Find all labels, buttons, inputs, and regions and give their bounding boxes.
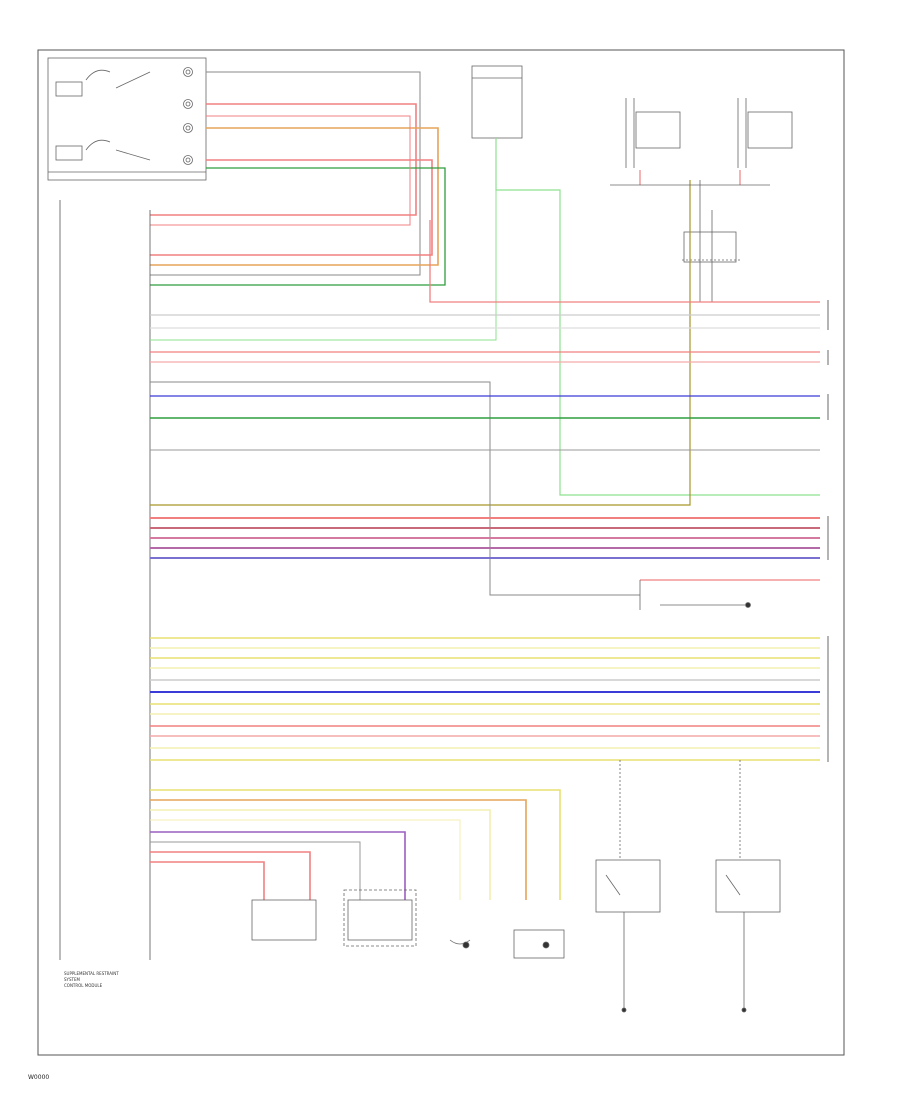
wire-bundle-2: [150, 637, 820, 761]
mid-harness: [150, 220, 820, 596]
upper-right-components: [471, 65, 793, 263]
title-block-line: CONTROL MODULE: [64, 983, 103, 988]
upper-right-wires: [150, 138, 820, 506]
middle-right-switch: [639, 579, 820, 610]
bottom-components: [251, 760, 781, 1013]
top-left-sensor-group: [47, 57, 207, 181]
reference-code: W0000: [28, 1074, 50, 1081]
title-block-line: SYSTEM: [64, 977, 80, 982]
upper-harness: [150, 71, 446, 286]
title-block-line: SUPPLEMENTAL RESTRAINT: [64, 971, 119, 976]
wire-bundle-3: [150, 789, 561, 900]
diagram-frame: [37, 49, 845, 1056]
wire-bundle-1: [150, 517, 820, 559]
